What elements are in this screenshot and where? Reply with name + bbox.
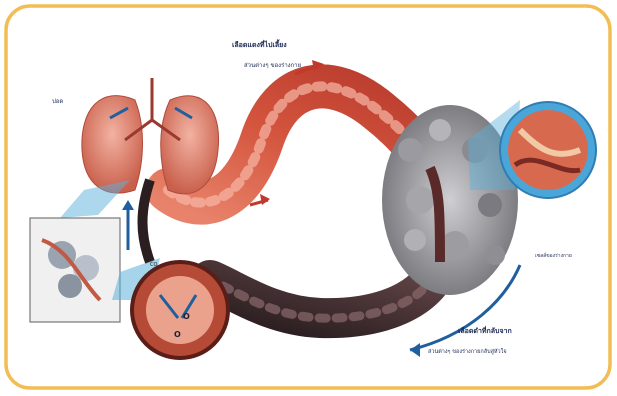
vein-caption-line1: เลือดดำที่กลับจาก	[458, 326, 512, 337]
artery-caption-line1: เลือดแดงที่ไปเลี้ยง	[232, 40, 287, 51]
oxygen-label-2: O	[174, 330, 181, 339]
vein-caption-line2: ส่วนต่างๆ ของร่างกายกลับสู่หัวใจ	[428, 348, 507, 356]
co2-label: CO	[150, 262, 157, 268]
artery-caption-line2: ส่วนต่างๆ ของร่างกาย	[244, 60, 301, 70]
tissue-label: เซลล์ของร่างกาย	[535, 252, 572, 260]
oxygen-label-1: O	[183, 312, 190, 321]
lung-label: ปอด	[52, 96, 63, 106]
